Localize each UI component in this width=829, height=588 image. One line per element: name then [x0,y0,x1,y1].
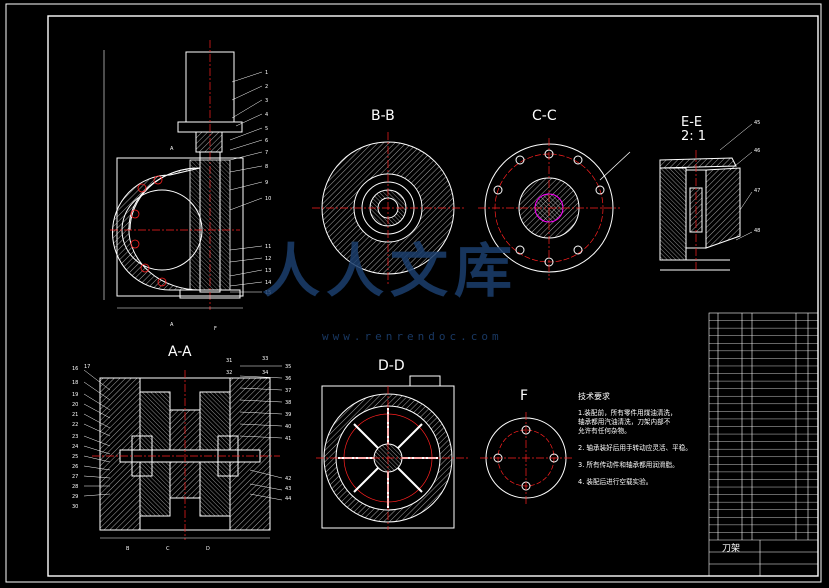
balloon-25: 25 [72,454,78,460]
balloon-ee-48: 48 [754,228,760,234]
balloon-15: 15 [265,290,271,296]
balloon-13: 13 [265,268,271,274]
balloon-14: 14 [265,280,271,286]
balloon-23: 23 [72,434,78,440]
balloon-12: 12 [265,256,271,262]
balloon-11: 11 [265,244,271,250]
section-mark-d: D [206,546,210,552]
note-line-1: 1.装配前，所有零件用煤油清洗， [578,409,677,417]
notes-heading: 技术要求 [578,392,610,401]
balloon-28: 28 [72,484,78,490]
view-dd [316,375,470,530]
view-f [480,412,572,504]
balloon-10: 10 [265,196,271,202]
note-line-5: 3. 所有传动件和轴承都用润滑脂。 [578,461,679,469]
technical-requirements: 技术要求 1.装配前，所有零件用煤油清洗， 轴承都用汽油清洗，刀架内部不 允许有… [578,392,706,490]
balloon-32: 32 [226,370,232,376]
view-label-dd: D-D [378,358,405,374]
elevation-view [103,40,263,310]
balloon-30: 30 [72,504,78,510]
note-line-3: 允许有任何杂物。 [578,427,631,435]
balloon-26: 26 [72,464,78,470]
view-label-ee: E-E [681,115,702,130]
view-cc [478,138,631,280]
balloon-2: 2 [265,84,268,90]
balloon-ee-46: 46 [754,148,760,154]
balloon-33: 33 [262,356,268,362]
balloon-29: 29 [72,494,78,500]
section-mark-c: C [166,546,170,552]
section-mark-b: B [126,546,130,552]
balloon-18: 18 [72,380,78,386]
balloon-42: 42 [285,476,291,482]
balloon-40: 40 [285,424,291,430]
balloon-31: 31 [226,358,232,364]
balloon-5: 5 [265,126,268,132]
balloon-22: 22 [72,422,78,428]
balloon-37: 37 [285,388,291,394]
balloon-9: 9 [265,180,268,186]
parts-list [708,312,819,577]
view-bb [312,132,464,284]
balloon-24: 24 [72,444,78,450]
balloon-21: 21 [72,412,78,418]
balloon-8: 8 [265,164,268,170]
balloon-35: 35 [285,364,291,370]
note-line-6: 4. 装配后进行空载实验。 [578,478,653,486]
balloon-39: 39 [285,412,291,418]
balloon-19: 19 [72,392,78,398]
view-ee [659,123,753,272]
balloon-ee-45: 45 [754,120,760,126]
section-mark-a-bottom: A [170,322,174,328]
title-block [709,539,818,576]
view-label-f: F [520,388,528,404]
view-label-aa: A-A [168,344,192,360]
balloon-43: 43 [285,486,291,492]
balloon-20: 20 [72,402,78,408]
balloon-4: 4 [265,112,268,118]
balloon-41: 41 [285,436,291,442]
balloon-17: 17 [84,364,90,370]
note-line-2: 轴承都用汽油清洗，刀架内部不 [578,418,671,426]
balloon-1: 1 [265,70,268,76]
balloon-6: 6 [265,138,268,144]
outer-border [5,3,822,583]
balloon-3: 3 [265,98,268,104]
balloon-27: 27 [72,474,78,480]
view-scale-ee: 2: 1 [681,129,706,144]
view-aa [83,365,283,540]
section-mark-a-top: A [170,146,174,152]
balloon-38: 38 [285,400,291,406]
view-label-cc: C-C [532,108,557,124]
parts-list-rows [709,320,818,533]
balloon-34: 34 [262,370,268,376]
title-block-name: 刀架 [722,544,741,554]
inner-border [47,15,819,577]
section-mark-f: F [214,326,217,332]
balloon-16: 16 [72,366,78,372]
balloon-ee-47: 47 [754,188,760,194]
balloon-44: 44 [285,496,291,502]
note-line-4: 2. 轴承装好后用手转动应灵活、平稳。 [578,444,692,452]
balloon-36: 36 [285,376,291,382]
view-label-bb: B-B [371,108,395,124]
balloon-7: 7 [265,150,268,156]
